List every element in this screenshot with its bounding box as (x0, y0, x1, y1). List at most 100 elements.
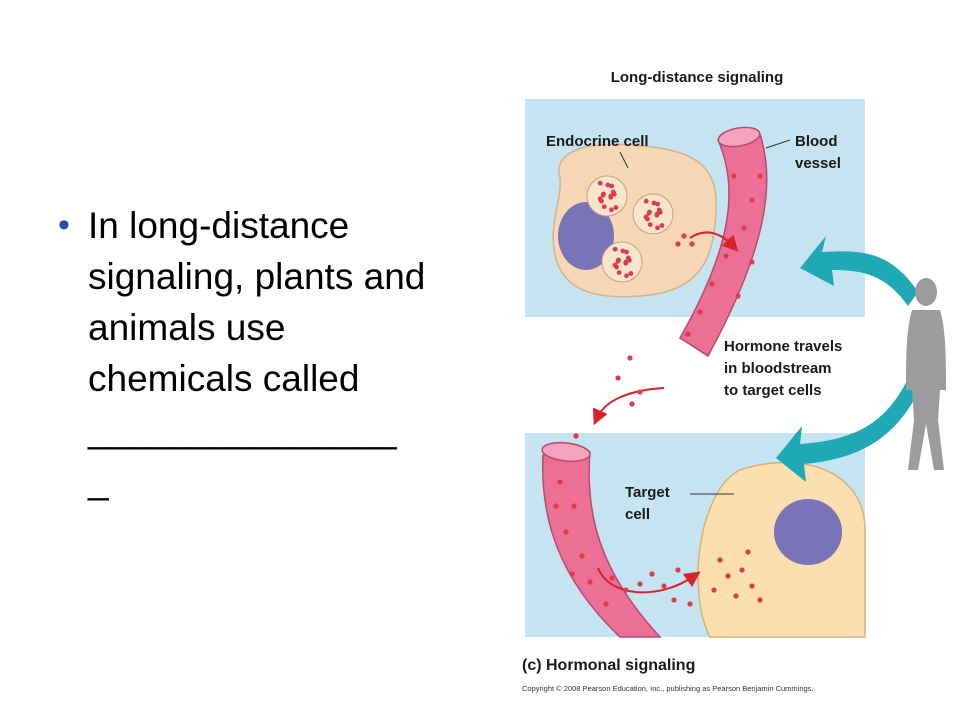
hormone-molecule (628, 271, 634, 276)
hormone-molecule (709, 281, 715, 287)
hormone-molecule (571, 503, 577, 509)
hormone-molecule (579, 553, 585, 559)
hormone-molecule (597, 180, 603, 186)
hormone-molecule (671, 597, 677, 603)
hormone-molecule (609, 575, 615, 581)
hormone-molecule (687, 601, 693, 607)
bullet-line: _ (88, 460, 109, 501)
hormone-molecule (725, 573, 731, 579)
teal-arrow-upper (800, 236, 918, 306)
hormone-molecule (735, 293, 741, 299)
hormone-molecule (681, 233, 687, 239)
hormone-molecule (757, 597, 763, 603)
hormone-molecule (657, 209, 663, 215)
hormone-molecule (649, 571, 655, 577)
bullet-block: • In long-distance signaling, plants and… (58, 200, 498, 506)
secretory-vesicles (586, 175, 674, 283)
hormone-molecule (711, 587, 717, 593)
hormone-molecule (723, 253, 729, 259)
delivery-arrow (597, 567, 701, 594)
hormone-molecule (675, 241, 681, 247)
hormone-label: to target cells (724, 382, 822, 399)
hormone-molecule (557, 479, 563, 485)
hormone-molecule (609, 207, 614, 213)
bullet-text: In long-distance signaling, plants and a… (88, 200, 498, 506)
hormone-molecule (620, 248, 626, 254)
blood-vessel-label: Blood (795, 133, 838, 150)
hormone-molecule (605, 182, 611, 188)
hormone-molecule (661, 583, 667, 589)
hormone-molecule (731, 173, 737, 179)
human-silhouette-icon (906, 278, 946, 470)
hormone-molecule (616, 270, 622, 275)
hormone-molecule (654, 212, 660, 218)
bullet-line: _______________ (88, 409, 397, 450)
endocrine-cell-label: Endocrine cell (546, 133, 649, 150)
hormone-molecule (569, 571, 575, 577)
figure-title: Long-distance signaling (611, 69, 784, 86)
hormone-molecule (612, 262, 618, 268)
hormone-molecule (697, 309, 703, 315)
hormone-molecule (601, 191, 606, 197)
endocrine-cell: Endocrine cell (546, 133, 717, 298)
hormone-molecule (655, 225, 660, 231)
hormone-molecule (739, 567, 745, 573)
hormone-molecule (659, 223, 665, 228)
hormone-molecule (655, 201, 660, 207)
hormone-molecule (601, 204, 607, 210)
hormone-molecule (643, 198, 649, 204)
hormone-molecule (608, 194, 614, 200)
hormone-molecule (623, 260, 629, 266)
hormone-molecule (651, 200, 657, 206)
endocrine-nucleus (558, 202, 614, 270)
target-cell: Target cell (625, 461, 866, 638)
hormone-molecule (603, 601, 609, 607)
hormone-molecule (563, 529, 569, 535)
bullet-line: In long-distance (88, 205, 350, 246)
figure-caption: (c) Hormonal signaling (522, 657, 695, 674)
blood-vessel-label: vessel (795, 155, 841, 172)
teal-arrow-lower (776, 370, 924, 482)
hormone-molecule (717, 557, 723, 563)
hormone-molecule (689, 241, 695, 247)
hormone-molecule (611, 191, 617, 197)
bullet-line: animals use (88, 307, 286, 348)
target-cell-label: Target (625, 484, 670, 501)
bullet-line: signaling, plants and (88, 256, 426, 297)
hormone-molecule (643, 214, 649, 220)
bullet-line: chemicals called (88, 358, 360, 399)
hormone-molecule (647, 222, 653, 228)
hormone-molecule (609, 183, 614, 189)
secretion-arrow (689, 231, 739, 252)
hormone-molecule (757, 173, 763, 179)
hormone-molecule (615, 375, 621, 381)
hormone-molecule (573, 433, 579, 439)
hormone-molecule (675, 567, 681, 573)
hormone-molecule (749, 583, 755, 589)
hormone-molecule (749, 259, 755, 265)
hormone-label: in bloodstream (724, 360, 832, 377)
hormone-molecule (626, 257, 632, 263)
hormone-molecule (749, 197, 755, 203)
hormone-molecules (553, 173, 763, 607)
hormone-label: Hormone travels (724, 338, 842, 355)
hormone-molecule (597, 196, 603, 202)
target-nucleus (774, 499, 842, 565)
hormone-molecule (553, 503, 559, 509)
travel-arrow (592, 387, 665, 426)
hormone-molecule (612, 246, 618, 252)
copyright-notice: Copyright © 2008 Pearson Education, Inc.… (522, 684, 814, 693)
hormone-molecule (613, 205, 619, 210)
hormone-molecule (745, 549, 751, 555)
hormone-molecule (637, 581, 643, 587)
hormone-molecule (685, 331, 691, 337)
hormone-molecule (637, 389, 643, 395)
hormone-molecule (623, 587, 629, 593)
hormone-molecule (587, 579, 593, 585)
target-cell-label: cell (625, 506, 650, 523)
hormone-molecule (616, 257, 621, 263)
bullet-dot-icon: • (58, 206, 70, 244)
hormone-molecule (741, 225, 747, 231)
